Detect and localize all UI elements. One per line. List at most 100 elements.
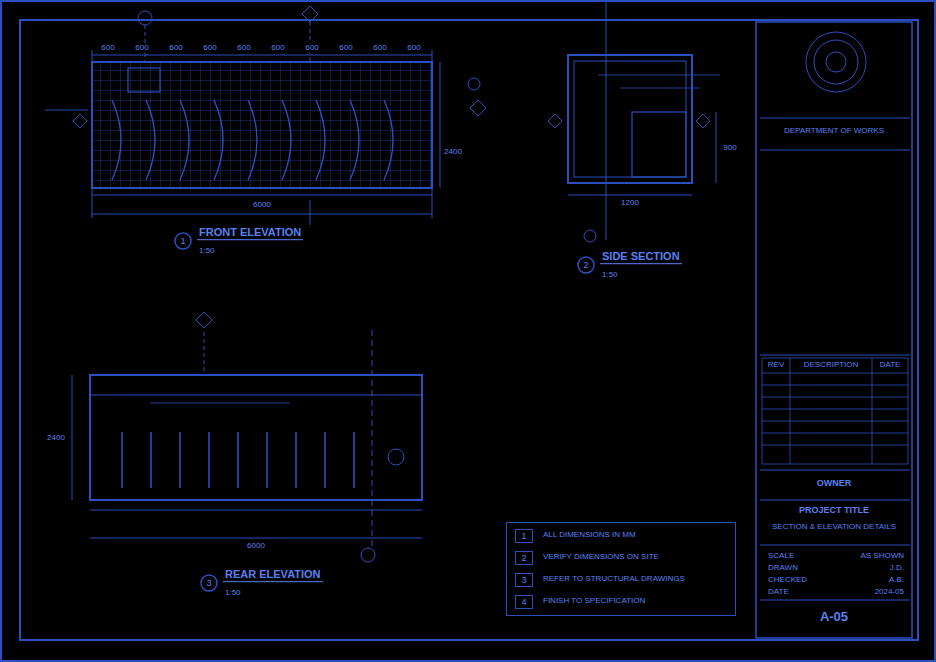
front-elevation xyxy=(45,6,486,225)
drawing-line xyxy=(584,230,596,242)
dimension-text: 600 xyxy=(303,43,320,52)
dimension-text: 600 xyxy=(201,43,218,52)
scale-text: 1:50 xyxy=(600,270,620,279)
table-cell: SCALE xyxy=(766,551,796,560)
dimension-text: 2400 xyxy=(45,433,67,442)
view-title: FRONT ELEVATION xyxy=(197,226,303,240)
scale-text: 1:50 xyxy=(223,588,243,597)
drawing-line xyxy=(388,449,404,465)
drawing-line xyxy=(762,358,908,464)
dimension-text: 600 xyxy=(405,43,422,52)
callout-number: 1 xyxy=(180,236,185,246)
callout-number: 3 xyxy=(206,578,211,588)
dimension-text: 900 xyxy=(721,143,738,152)
view-callout: 3 xyxy=(200,574,218,592)
note-text: ALL DIMENSIONS IN MM xyxy=(541,530,638,539)
title-block-text: OWNER xyxy=(815,478,854,488)
callout-circle xyxy=(175,233,191,249)
drawing-line xyxy=(756,22,912,638)
callout-number: 2 xyxy=(583,260,588,270)
note-text: VERIFY DIMENSIONS ON SITE xyxy=(541,552,661,561)
drawing-line xyxy=(310,22,311,62)
drawing-line xyxy=(696,114,710,128)
drawing-line xyxy=(790,358,791,464)
title-block-text: PROJECT TITLE xyxy=(797,505,871,515)
drawing-line xyxy=(632,112,686,177)
drawing-line xyxy=(762,421,908,422)
scale-text: 1:50 xyxy=(197,246,217,255)
drawing-line xyxy=(92,214,432,215)
drawing-line xyxy=(150,403,290,404)
drawing-line xyxy=(826,52,846,72)
dimension-text: 600 xyxy=(269,43,286,52)
note-text: REFER TO STRUCTURAL DRAWINGS xyxy=(541,574,687,583)
drawing-line xyxy=(45,110,88,111)
table-cell: AS SHOWN xyxy=(858,551,906,560)
table-cell: DATE xyxy=(766,587,791,596)
drawing-line xyxy=(760,150,910,151)
drawing-line xyxy=(138,11,152,25)
dimension-text: 2400 xyxy=(442,147,464,156)
drawing-line xyxy=(620,88,700,89)
drawing-line xyxy=(760,118,910,119)
side-section xyxy=(548,0,720,242)
dimension-text: 1200 xyxy=(619,198,641,207)
drawing-line xyxy=(92,195,432,196)
drawing-line xyxy=(548,114,562,128)
drawing-line xyxy=(760,470,910,471)
drawing-line xyxy=(92,50,93,218)
revision-table xyxy=(762,358,908,464)
rear-elevation xyxy=(72,312,422,562)
drawing-line xyxy=(310,200,311,225)
title-block: DEPARTMENT OF WORKS OWNER PROJECT TITLE SEC… xyxy=(756,22,912,638)
title-block-text: SECTION & ELEVATION DETAILS xyxy=(770,522,898,531)
dimension-text: 600 xyxy=(235,43,252,52)
drawing-line xyxy=(432,50,433,218)
drawing-line xyxy=(606,0,607,240)
drawing-line xyxy=(128,68,160,92)
drawing-line xyxy=(440,62,441,188)
drawing-line xyxy=(762,433,908,434)
drawing-line xyxy=(92,62,432,188)
drawing-line xyxy=(468,78,480,90)
table-cell: A.B. xyxy=(887,575,906,584)
drawing-line xyxy=(760,545,910,546)
callout-number: 3 xyxy=(521,575,526,585)
drawing-line xyxy=(716,112,717,183)
table-cell: DESCRIPTION xyxy=(802,360,861,369)
callout-number: 1 xyxy=(521,531,526,541)
note-number: 3 xyxy=(515,573,533,587)
dimension-text: 600 xyxy=(167,43,184,52)
drawing-line xyxy=(92,55,432,56)
notes-box: ALL DIMENSIONS IN MM VERIFY DIMENSIONS ON… xyxy=(506,522,736,616)
table-cell: DRAWN xyxy=(766,563,800,572)
drawing-line xyxy=(762,409,908,410)
drawing-line xyxy=(20,20,918,640)
drawing-line xyxy=(196,312,212,328)
table-cell: REV xyxy=(766,360,786,369)
table-cell: J.D. xyxy=(888,563,906,572)
note-text: FINISH TO SPECIFICATION xyxy=(541,596,647,605)
title-block-text: DEPARTMENT OF WORKS xyxy=(782,126,886,135)
drawing-line xyxy=(122,432,354,488)
drawing-line xyxy=(72,375,73,500)
dimension-text: 6000 xyxy=(251,200,273,209)
drawing-line xyxy=(760,355,910,356)
dimension-text: 600 xyxy=(371,43,388,52)
view-callout: 1 xyxy=(174,232,192,250)
table-cell: DATE xyxy=(878,360,903,369)
drawing-line xyxy=(574,61,686,177)
drawing-line xyxy=(568,55,692,183)
drawing-line xyxy=(762,445,908,446)
callout-circle xyxy=(578,257,594,273)
view-title: SIDE SECTION xyxy=(600,250,682,264)
drawing-line xyxy=(73,114,87,128)
drawing-line xyxy=(872,358,873,464)
note-number: 4 xyxy=(515,595,533,609)
table-cell: CHECKED xyxy=(766,575,809,584)
callout-circle xyxy=(201,575,217,591)
note-number: 1 xyxy=(515,529,533,543)
drawing-line xyxy=(762,385,908,386)
